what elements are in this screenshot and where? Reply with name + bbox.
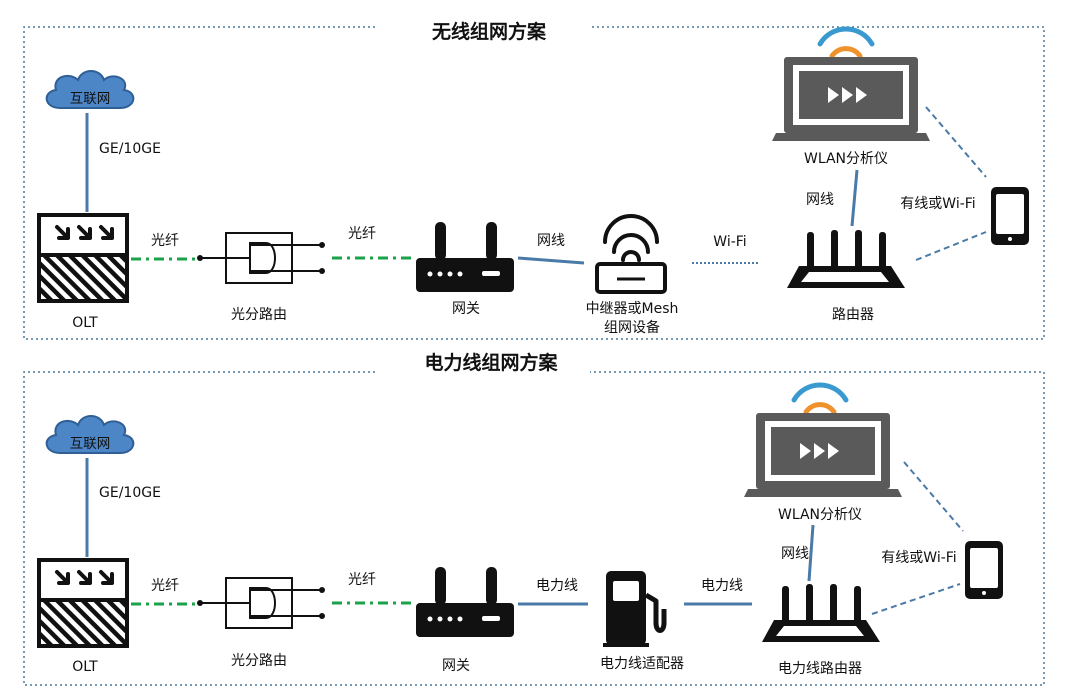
repeater-label: 组网设备 [604,319,660,336]
link-label: Wi-Fi [713,234,746,250]
link-label: 网线 [806,192,834,208]
wifi-signal-icon [820,29,872,56]
link-label: 网线 [537,233,565,249]
section-frame [23,371,1045,686]
olt-label: OLT [72,315,98,331]
wifi-signal-icon [794,385,846,412]
olt-icon [37,213,129,303]
section-wireless: 无线组网方案 互联网 GE/10GE OLT 光纤 光分路由 光纤 网关 网线 … [23,20,1045,340]
section-title: 无线组网方案 [432,20,547,43]
cloud-label: 互联网 [70,436,111,452]
cable-line [850,169,859,227]
section-powerline: 电力线组网方案 互联网 GE/10GE OLT 光纤 光分路由 光纤 网关 电力… [23,351,1045,686]
gateway-label: 网关 [452,301,480,317]
phone-link-line [915,231,987,261]
gateway-icon [416,567,514,637]
splitter-label: 光分路由 [231,307,287,323]
mesh-repeater-icon [595,214,667,294]
phone-link-label: 有线或Wi-Fi [881,550,956,566]
adapter-label: 电力线适配器 [600,656,684,672]
link-label: 光纤 [348,226,376,242]
gateway-icon [416,222,514,292]
link-label: 光纤 [151,578,179,594]
link-label: 电力线 [701,578,743,594]
cable-line [807,524,815,582]
analyzer-label: WLAN分析仪 [804,151,888,167]
phone-icon [965,541,1003,599]
cable-line [517,256,585,265]
powerline-router-icon [762,584,880,642]
uplink-label: GE/10GE [99,485,161,501]
olt-icon [37,558,129,648]
section-title: 电力线组网方案 [424,351,558,374]
router-label: 路由器 [832,307,874,323]
link-label: 光纤 [348,572,376,588]
gateway-label: 网关 [442,658,470,674]
splitter-label: 光分路由 [231,653,287,669]
splitter-icon [196,577,326,629]
cloud-label: 互联网 [70,91,111,107]
router-icon [787,230,905,288]
powerline-adapter-icon [603,571,664,647]
phone-link-line [925,106,987,178]
section-frame [23,26,1045,340]
link-label: 电力线 [536,578,578,594]
phone-link-label: 有线或Wi-Fi [900,196,975,212]
router-label: 电力线路由器 [778,661,862,677]
uplink-label: GE/10GE [99,141,161,157]
link-label: 网线 [781,546,809,562]
laptop-analyzer-icon [744,413,902,497]
analyzer-label: WLAN分析仪 [778,507,862,523]
phone-link-line [871,583,961,615]
laptop-analyzer-icon [772,57,930,141]
phone-link-line [903,461,964,532]
phone-icon [991,187,1029,245]
splitter-icon [196,232,326,284]
repeater-label: 中继器或Mesh [586,301,679,317]
olt-label: OLT [72,659,98,675]
link-label: 光纤 [151,233,179,249]
